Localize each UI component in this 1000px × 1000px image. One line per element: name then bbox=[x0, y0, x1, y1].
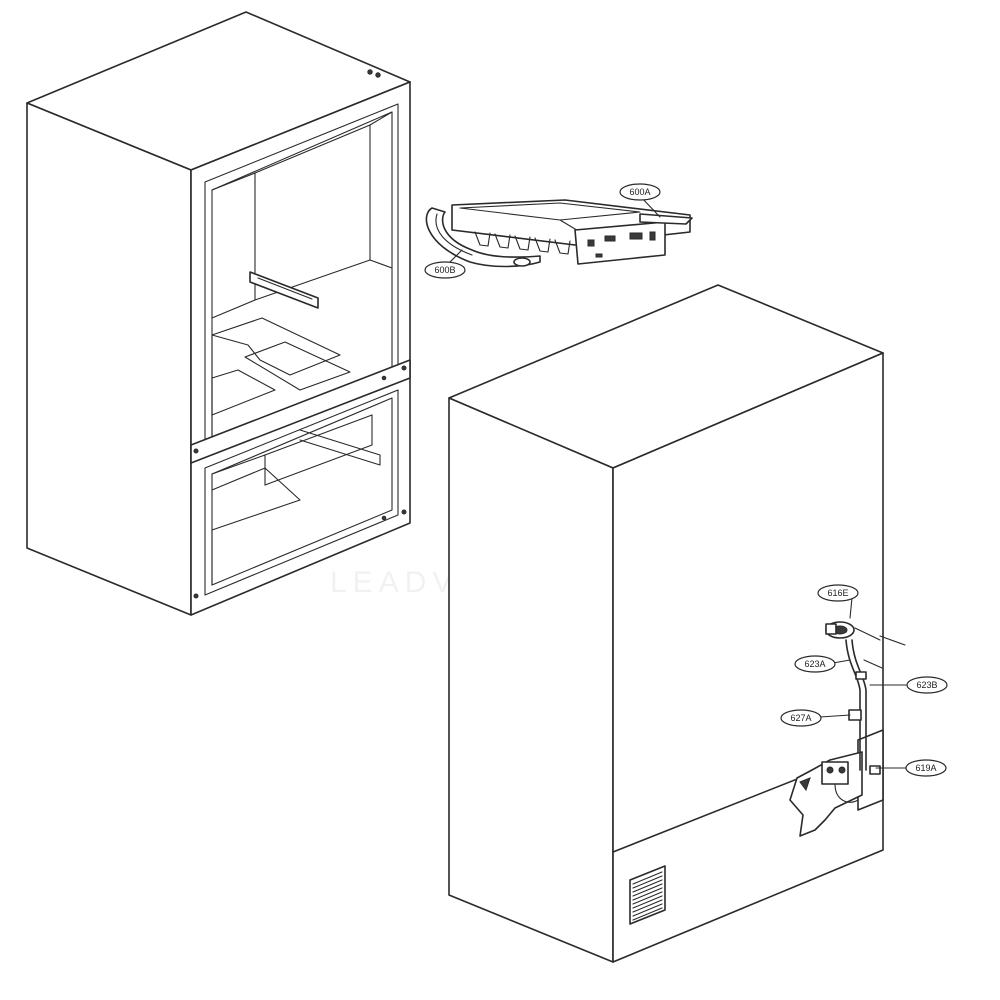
callout-label-600A: 600A bbox=[629, 187, 650, 197]
mullion bbox=[190, 359, 411, 464]
callout-label-619A: 619A bbox=[915, 763, 936, 773]
callout-label-623B: 623B bbox=[916, 680, 937, 690]
ice-maker-assembly bbox=[425, 195, 693, 268]
callout-623A: 623A bbox=[794, 655, 836, 673]
freezer-opening bbox=[204, 389, 399, 596]
callout-623B: 623B bbox=[906, 676, 948, 694]
callout-label-600B: 600B bbox=[434, 265, 455, 275]
callout-600B: 600B bbox=[424, 261, 466, 279]
callout-600A: 600A bbox=[619, 183, 661, 201]
cabinet-rear-side bbox=[448, 397, 614, 963]
ice-ejector-arm bbox=[425, 207, 541, 268]
cabinet-rear-view bbox=[448, 284, 910, 963]
cabinet-front-frame bbox=[190, 81, 411, 616]
callout-label-623A: 623A bbox=[804, 659, 825, 669]
vent-grille bbox=[629, 865, 666, 925]
callout-label-627A: 627A bbox=[790, 713, 811, 723]
callout-627A: 627A bbox=[780, 709, 822, 727]
callout-616E: 616E bbox=[817, 584, 859, 602]
cabinet-front-view bbox=[26, 11, 411, 616]
callout-label-616E: 616E bbox=[827, 588, 848, 598]
cabinet-side bbox=[26, 102, 192, 616]
callout-619A: 619A bbox=[905, 759, 947, 777]
